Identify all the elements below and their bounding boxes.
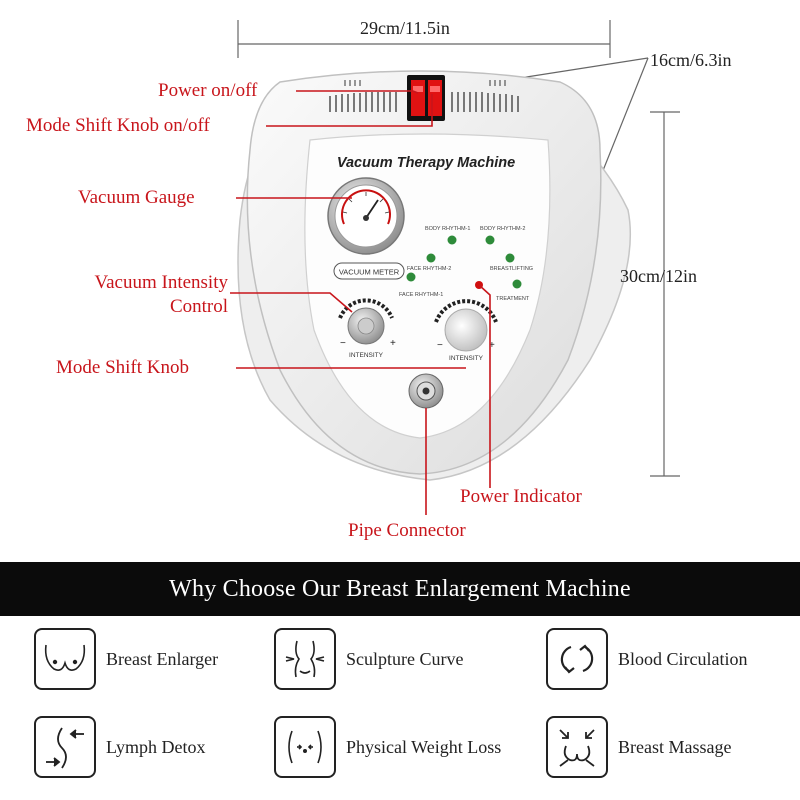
lymph-arrows-icon: [34, 716, 96, 778]
depth-dimension-line: [519, 57, 649, 179]
massage-arrows-icon: [546, 716, 608, 778]
banner: Why Choose Our Breast Enlargement Machin…: [0, 562, 800, 616]
knob-left-minus: −: [340, 338, 346, 349]
circulation-arrows-icon: [546, 628, 608, 690]
banner-title: Why Choose Our Breast Enlargement Machin…: [169, 575, 631, 602]
waist-curve-icon: [274, 628, 336, 690]
feature-label: Physical Weight Loss: [346, 736, 502, 757]
callout-power-indicator: Power Indicator: [460, 486, 582, 507]
pipe-connector-port[interactable]: [408, 373, 444, 409]
knob-right-minus: −: [437, 340, 443, 351]
feature-label: Lymph Detox: [106, 736, 206, 757]
knob-right-plus: +: [489, 340, 495, 351]
feature-physical-weight-loss: Physical Weight Loss: [274, 716, 501, 778]
machine-illustration: Vacuum Therapy Machine VACUUM METER BODY…: [230, 20, 680, 515]
feature-breast-enlarger: Breast Enlarger: [34, 628, 218, 690]
body-slim-icon: [274, 716, 336, 778]
mode-label-face-rhythm-1: FACE RHYTHM-1: [399, 292, 443, 298]
mode-shift-knob-dial[interactable]: [434, 299, 498, 352]
mode-leds: [406, 235, 522, 289]
callout-power-switch: Power on/off: [158, 80, 258, 101]
depth-label: 16cm/6.3in: [650, 50, 732, 70]
callout-pipe-connector: Pipe Connector: [348, 520, 466, 541]
knob-right-label: INTENSITY: [449, 355, 484, 362]
feature-lymph-detox: Lymph Detox: [34, 716, 206, 778]
power-switch-block[interactable]: [407, 75, 445, 121]
feature-label: Breast Massage: [618, 736, 732, 757]
callout-mode-shift-knob: Mode Shift Knob: [56, 357, 189, 378]
height-dimension-line: [650, 111, 680, 477]
feature-label: Blood Circulation: [618, 648, 748, 669]
feature-label: Sculpture Curve: [346, 648, 464, 669]
callout-vacuum-intensity: Vacuum Intensity Control: [50, 272, 228, 318]
vacuum-intensity-knob[interactable]: [338, 298, 394, 345]
vent-slots: [329, 92, 519, 112]
callout-vacuum-gauge: Vacuum Gauge: [78, 187, 195, 208]
width-dimension-line: [237, 20, 611, 58]
knob-left-plus: +: [390, 338, 396, 349]
mode-label-body-rhythm-2: BODY RHYTHM-2: [480, 226, 525, 232]
breast-icon: [34, 628, 96, 690]
height-label: 30cm/12in: [620, 266, 697, 286]
callout-vacuum-intensity-line1: Vacuum Intensity: [94, 272, 228, 293]
width-label: 29cm/11.5in: [360, 18, 450, 38]
feature-breast-massage: Breast Massage: [546, 716, 731, 778]
callout-vacuum-intensity-line2: Control: [169, 296, 228, 317]
feature-sculpture-curve: Sculpture Curve: [274, 628, 463, 690]
gauge-label: VACUUM METER: [339, 268, 400, 277]
mode-label-body-rhythm-1: BODY RHYTHM-1: [425, 226, 470, 232]
mode-label-breastlifting: BREASTLIFTING: [490, 266, 533, 272]
mode-label-treatment: TREATMENT: [496, 296, 530, 302]
callout-mode-shift-switch: Mode Shift Knob on/off: [26, 115, 210, 136]
feature-blood-circulation: Blood Circulation: [546, 628, 748, 690]
vacuum-gauge: [327, 177, 405, 255]
mode-label-face-rhythm-2: FACE RHYTHM-2: [407, 266, 451, 272]
callout-lines: [230, 90, 491, 515]
feature-label: Breast Enlarger: [106, 648, 219, 669]
knob-left-label: INTENSITY: [349, 352, 384, 359]
machine-title: Vacuum Therapy Machine: [337, 155, 515, 171]
